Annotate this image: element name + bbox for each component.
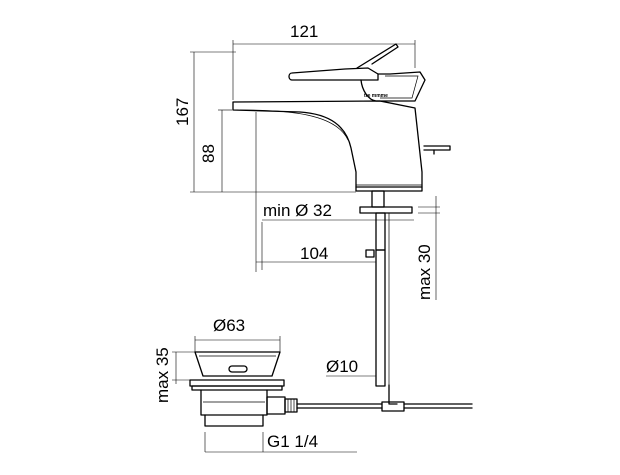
dim-height-total: 167	[173, 98, 192, 126]
dimension-labels: 121 167 88 min Ø 32 104 max 30 Ø63 max 3…	[153, 22, 434, 451]
faucet-body	[232, 100, 451, 192]
dim-min-hole: min Ø 32	[263, 201, 332, 220]
dim-width-top: 121	[290, 22, 318, 41]
shank-assembly	[359, 190, 413, 405]
dim-reach: 104	[300, 244, 328, 263]
dim-rod-diameter: Ø10	[326, 357, 358, 376]
drain-assembly	[189, 351, 473, 427]
dim-drain-thread: G1 1/4	[267, 432, 318, 451]
dimension-lines	[172, 40, 440, 453]
lever-handle: tre mmme	[288, 43, 426, 102]
brand-logo: tre mmme	[364, 93, 388, 99]
dim-drain-diameter: Ø63	[213, 316, 245, 335]
dim-height-spout: 88	[199, 144, 218, 163]
dim-max-thickness: max 30	[415, 244, 434, 300]
dim-drain-height: max 35	[153, 347, 172, 403]
